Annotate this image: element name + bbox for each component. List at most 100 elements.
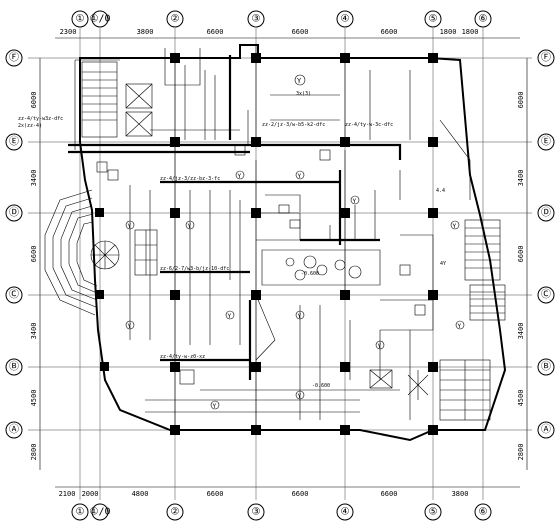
column [251, 137, 261, 147]
distribution-box [96, 161, 108, 173]
distribution-box [278, 204, 290, 214]
dim-top-5: 6600 [381, 28, 398, 36]
axis-bubble: ② [166, 10, 184, 28]
svg-text:Y: Y [228, 313, 232, 320]
dimensions-top: 2300 3800 6600 6600 6600 1800 1800 [60, 28, 479, 36]
dim-right-1: 6000 [517, 92, 525, 109]
axis-bubble: ⑤ [424, 10, 442, 28]
axis-label: ①/0 [89, 507, 110, 518]
circuit-note: zz-4/jz-3/zz-bz-3-fc [160, 176, 220, 182]
axis-bubble: Ⓑ [537, 358, 555, 376]
columns [95, 53, 438, 435]
wiring [129, 65, 471, 420]
axis-bubble: Ⓓ [537, 204, 555, 222]
dim-right-4: 3400 [517, 323, 525, 340]
axis-bubbles-left: Ⓕ Ⓔ Ⓓ Ⓒ Ⓑ Ⓐ [5, 49, 23, 439]
dim-left-1: 6000 [30, 92, 38, 109]
column [428, 208, 438, 218]
dim-right-5: 4500 [517, 390, 525, 407]
column [340, 425, 350, 435]
dim-top-3: 6600 [207, 28, 224, 36]
dim-right-3: 6600 [517, 246, 525, 263]
dim-top-6: 1800 [440, 28, 457, 36]
column [428, 290, 438, 300]
dimensions-left: 6000 3400 6600 3400 4500 2800 [30, 92, 38, 461]
axis-label: ② [171, 14, 180, 25]
fan-symbol: Y [210, 400, 220, 410]
axis-bubble: ①/0 [89, 10, 111, 28]
axis-label: Ⓔ [541, 136, 551, 148]
column [100, 362, 109, 371]
axis-label: Ⓒ [541, 289, 551, 301]
axis-bubble: Ⓐ [537, 421, 555, 439]
axis-bubble: Ⓒ [537, 286, 555, 304]
circuit-note: 3x(3) [296, 91, 311, 97]
distribution-box [179, 369, 195, 385]
svg-text:Y: Y [213, 403, 217, 410]
svg-text:Y: Y [297, 77, 302, 85]
dim-top-2: 3800 [137, 28, 154, 36]
column [251, 290, 261, 300]
axis-label: Ⓑ [9, 361, 19, 373]
circuit-note: 2x(zz-4) [18, 123, 42, 129]
interior-walls [134, 45, 434, 430]
column [170, 53, 180, 63]
dim-top-4: 6600 [292, 28, 309, 36]
distribution-box [399, 264, 411, 276]
stair-elevator-core [81, 61, 393, 389]
axis-label: Ⓐ [9, 424, 19, 436]
column [170, 362, 180, 372]
svg-text:Y: Y [128, 223, 132, 230]
dimension-lines [39, 37, 528, 488]
fan-symbol: Y [235, 170, 245, 180]
svg-text:Y: Y [238, 173, 242, 180]
axis-bubble: Ⓔ [5, 133, 23, 151]
column [170, 137, 180, 147]
column [340, 208, 350, 218]
axis-bubble: ⑤ [424, 503, 442, 521]
fan-symbol: Y [225, 310, 235, 320]
axis-bubble: Ⓒ [5, 286, 23, 304]
column [251, 53, 261, 63]
axis-bubble: Ⓕ [537, 49, 555, 67]
axis-bubble: Ⓐ [5, 421, 23, 439]
circuit-note: zz-4/ty-w3z-dfc [18, 116, 63, 122]
dim-bottom-2: 2000 [82, 490, 99, 498]
stair-right [439, 219, 506, 421]
dim-left-4: 3400 [30, 323, 38, 340]
fan-symbol: Y [295, 170, 305, 180]
circuit-note: zz-4/ty-w-z0-xz [160, 354, 205, 360]
svg-text:Y: Y [298, 173, 302, 180]
dim-left-6: 2800 [30, 444, 38, 461]
distribution-box [234, 144, 246, 156]
svg-text:Y: Y [188, 223, 192, 230]
axis-bubble: Ⓓ [5, 204, 23, 222]
axis-bubble: ① [71, 503, 89, 521]
dim-bottom-3: 4800 [132, 490, 149, 498]
curved-stair-left [44, 189, 98, 316]
axis-bubble: ③ [247, 503, 265, 521]
axis-label: ④ [341, 14, 350, 25]
column [170, 208, 180, 218]
axis-label: ① [76, 14, 85, 25]
dim-bottom-5: 6600 [292, 490, 309, 498]
distribution-box [319, 149, 331, 161]
axis-bubble: ①/0 [89, 503, 111, 521]
circuit-note: zz-6/2-7/w3-b/jz-10-dfc [160, 266, 229, 272]
dim-bottom-6: 6600 [381, 490, 398, 498]
axis-label: Ⓒ [9, 289, 19, 301]
axis-label: Ⓐ [541, 424, 551, 436]
svg-text:Y: Y [298, 313, 302, 320]
axis-bubbles-right: Ⓕ Ⓔ Ⓓ Ⓒ Ⓑ Ⓐ [537, 49, 555, 439]
axis-bubble: ② [166, 503, 184, 521]
fan-symbols: Y Y Y Y Y Y Y Y Y Y Y Y Y Y [125, 74, 465, 410]
dim-left-5: 4500 [30, 390, 38, 407]
dim-top-7: 1800 [462, 28, 479, 36]
dim-left-3: 6600 [30, 246, 38, 263]
axis-bubble: ⑥ [474, 10, 492, 28]
axis-label: Ⓑ [541, 361, 551, 373]
column [428, 53, 438, 63]
dimensions-right: 6000 3400 6600 3400 4500 2800 [517, 92, 525, 461]
cable-trays [68, 55, 402, 380]
